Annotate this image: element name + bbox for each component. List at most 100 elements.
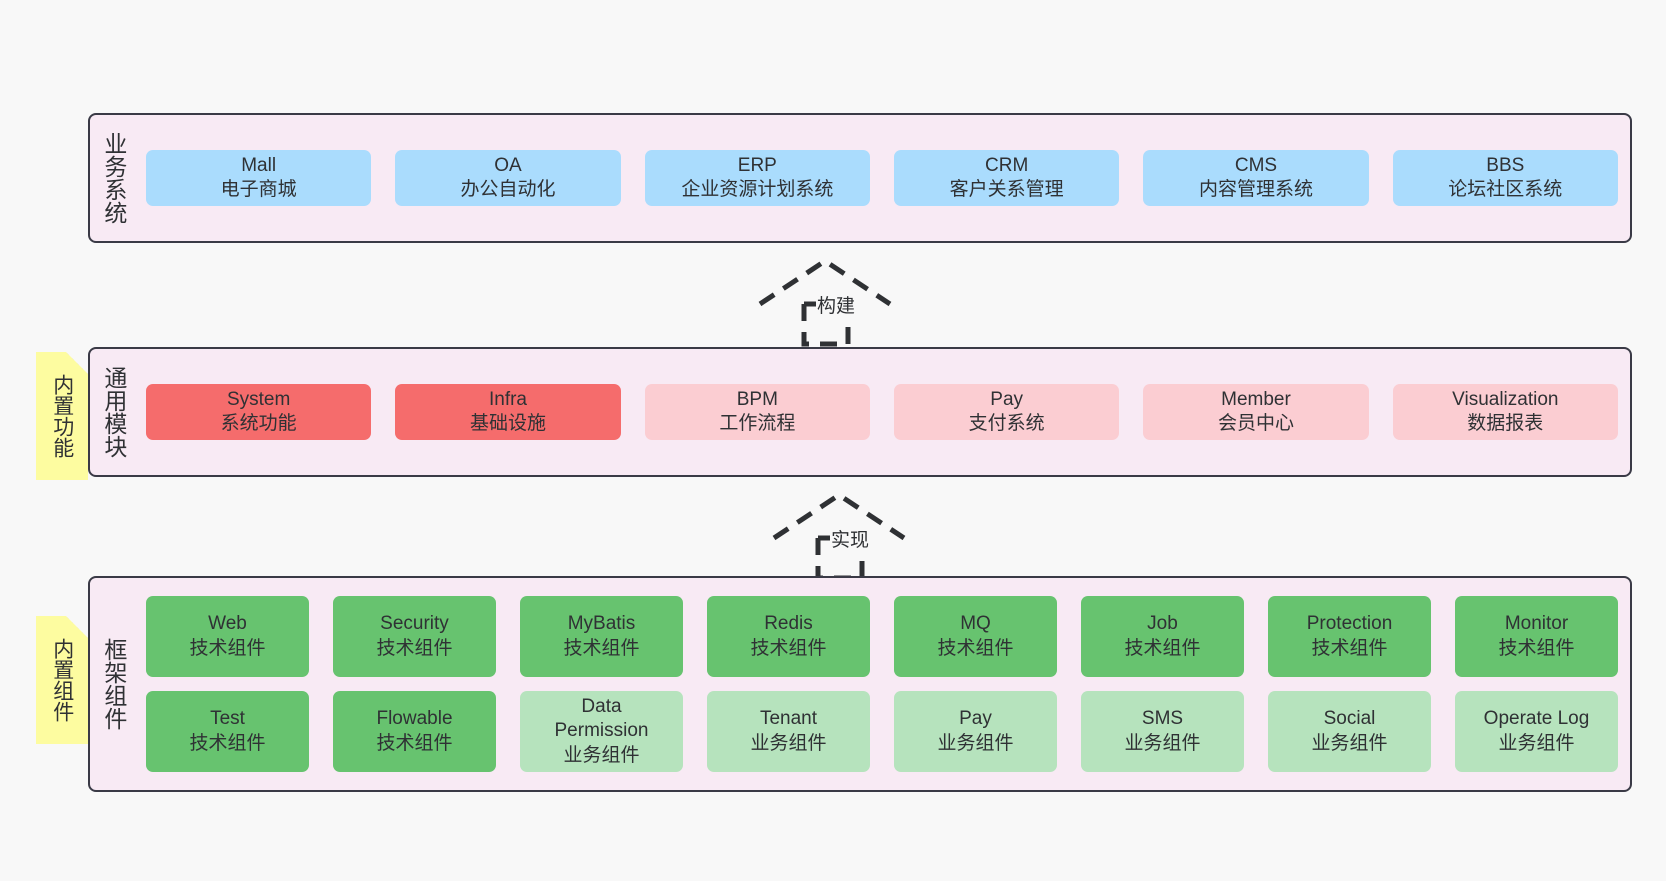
card-subtitle: 企业资源计划系统 <box>681 179 834 200</box>
card-title: Pay <box>990 388 1024 410</box>
module-card-pay[interactable]: Pay 支付系统 <box>893 383 1120 441</box>
card-subtitle: 业务组件 <box>563 744 640 766</box>
module-card-oa[interactable]: OA 办公自动化 <box>395 149 621 207</box>
module-card-visualization[interactable]: Visualization 数据报表 <box>1392 383 1618 441</box>
module-card-system[interactable]: System 系统功能 <box>146 383 372 441</box>
component-card-tenant[interactable]: Tenant 业务组件 <box>707 691 870 772</box>
card-title: OA <box>494 154 522 176</box>
card-title: Flowable <box>376 708 453 730</box>
card-subtitle: 电子商城 <box>220 179 297 200</box>
card-subtitle: 数据报表 <box>1467 413 1544 434</box>
card-subtitle: 系统功能 <box>220 413 297 434</box>
card-title: Web <box>208 613 247 635</box>
layer-body-business-system: Mall 电子商城 OA 办公自动化 ERP 企业资源计划系统 CRM 客户关系… <box>136 115 1630 241</box>
component-card-social[interactable]: Social 业务组件 <box>1268 691 1431 772</box>
module-card-infra[interactable]: Infra 基础设施 <box>395 383 621 441</box>
connector-build: 构建 <box>756 258 906 348</box>
card-title: BBS <box>1486 154 1525 176</box>
row: System 系统功能 Infra 基础设施 BPM 工作流程 Pay 支付系统… <box>146 383 1618 441</box>
card-title: MQ <box>960 613 991 635</box>
component-card-job[interactable]: Job 技术组件 <box>1081 596 1244 677</box>
card-title: Infra <box>488 388 527 410</box>
connector-label-implement: 实现 <box>830 525 871 552</box>
component-card-sms[interactable]: SMS 业务组件 <box>1081 691 1244 772</box>
card-subtitle: 技术组件 <box>376 637 453 659</box>
row: Test 技术组件 Flowable 技术组件 Data Permission … <box>146 691 1618 772</box>
card-title: ERP <box>737 154 777 176</box>
module-card-cms[interactable]: CMS 内容管理系统 <box>1143 149 1369 207</box>
card-subtitle: 技术组件 <box>376 732 453 754</box>
component-card-redis[interactable]: Redis 技术组件 <box>707 596 870 677</box>
card-subtitle: 支付系统 <box>968 413 1045 434</box>
component-card-data-permission[interactable]: Data Permission 业务组件 <box>520 691 683 772</box>
connector-label-build: 构建 <box>816 291 857 318</box>
card-subtitle: 技术组件 <box>563 637 640 659</box>
layer-label-framework-component: 框架组件 <box>100 638 127 730</box>
component-card-flowable[interactable]: Flowable 技术组件 <box>333 691 496 772</box>
card-subtitle: 技术组件 <box>189 732 266 754</box>
card-subtitle: 论坛社区系统 <box>1448 179 1563 200</box>
layer-label-business-system: 业务系统 <box>100 132 127 224</box>
layer-framework-component: 框架组件 Web 技术组件 Security 技术组件 MyBatis 技术组件… <box>88 576 1632 792</box>
component-card-web[interactable]: Web 技术组件 <box>146 596 309 677</box>
component-card-operate-log[interactable]: Operate Log 业务组件 <box>1455 691 1618 772</box>
card-title: Protection <box>1306 613 1393 635</box>
row: Mall 电子商城 OA 办公自动化 ERP 企业资源计划系统 CRM 客户关系… <box>146 149 1618 207</box>
card-subtitle: 办公自动化 <box>460 179 556 200</box>
card-subtitle: 技术组件 <box>750 637 827 659</box>
card-title: MyBatis <box>567 613 636 635</box>
component-card-security[interactable]: Security 技术组件 <box>333 596 496 677</box>
layer-business-system: 业务系统 Mall 电子商城 OA 办公自动化 ERP 企业资源计划系统 CRM… <box>88 113 1632 243</box>
module-card-crm[interactable]: CRM 客户关系管理 <box>893 149 1120 207</box>
folded-corner-icon <box>66 616 88 638</box>
sticky-note-builtin-function: 内置功能 <box>36 352 88 480</box>
card-title: Job <box>1147 613 1178 635</box>
layer-body-common-module: System 系统功能 Infra 基础设施 BPM 工作流程 Pay 支付系统… <box>136 349 1630 475</box>
card-title: System <box>226 388 291 410</box>
sticky-note-builtin-component: 内置组件 <box>36 616 88 744</box>
card-subtitle: 技术组件 <box>1311 637 1388 659</box>
card-title: Tenant <box>759 708 818 730</box>
component-card-mq[interactable]: MQ 技术组件 <box>894 596 1057 677</box>
component-card-test[interactable]: Test 技术组件 <box>146 691 309 772</box>
component-card-pay[interactable]: Pay 业务组件 <box>894 691 1057 772</box>
module-card-bpm[interactable]: BPM 工作流程 <box>644 383 870 441</box>
card-title: CMS <box>1234 154 1278 176</box>
layer-common-module: 通用模块 System 系统功能 Infra 基础设施 BPM 工作流程 Pay… <box>88 347 1632 477</box>
card-subtitle: 技术组件 <box>189 637 266 659</box>
card-title: Social <box>1323 708 1376 730</box>
card-title: Operate Log <box>1483 708 1590 730</box>
card-title: CRM <box>985 154 1029 176</box>
card-subtitle: 业务组件 <box>1311 732 1388 754</box>
card-title: Member <box>1221 388 1291 410</box>
module-card-mall[interactable]: Mall 电子商城 <box>146 149 372 207</box>
row: Web 技术组件 Security 技术组件 MyBatis 技术组件 Redi… <box>146 596 1618 677</box>
card-title: Mall <box>241 154 277 176</box>
card-title: Redis <box>764 613 813 635</box>
component-card-mybatis[interactable]: MyBatis 技术组件 <box>520 596 683 677</box>
component-card-protection[interactable]: Protection 技术组件 <box>1268 596 1431 677</box>
card-subtitle: 技术组件 <box>1498 637 1575 659</box>
card-subtitle: 客户关系管理 <box>949 179 1064 200</box>
folded-corner-icon <box>66 352 88 374</box>
card-title: SMS <box>1141 708 1184 730</box>
card-subtitle: 业务组件 <box>1124 732 1201 754</box>
card-subtitle: 技术组件 <box>937 637 1014 659</box>
card-title: Data Permission <box>554 696 649 742</box>
module-card-bbs[interactable]: BBS 论坛社区系统 <box>1392 149 1618 207</box>
card-subtitle: 业务组件 <box>937 732 1014 754</box>
card-subtitle: 基础设施 <box>469 413 546 434</box>
card-title: BPM <box>736 388 778 410</box>
card-subtitle: 内容管理系统 <box>1198 179 1313 200</box>
card-title: Visualization <box>1452 388 1559 410</box>
module-card-member[interactable]: Member 会员中心 <box>1143 383 1369 441</box>
card-title: Test <box>210 708 245 730</box>
component-card-monitor[interactable]: Monitor 技术组件 <box>1455 596 1618 677</box>
layer-body-framework-component: Web 技术组件 Security 技术组件 MyBatis 技术组件 Redi… <box>136 578 1630 790</box>
sticky-note-text: 内置功能 <box>50 374 74 458</box>
card-title: Security <box>380 613 449 635</box>
module-card-erp[interactable]: ERP 企业资源计划系统 <box>644 149 870 207</box>
connector-implement: 实现 <box>770 492 920 582</box>
card-subtitle: 业务组件 <box>1498 732 1575 754</box>
